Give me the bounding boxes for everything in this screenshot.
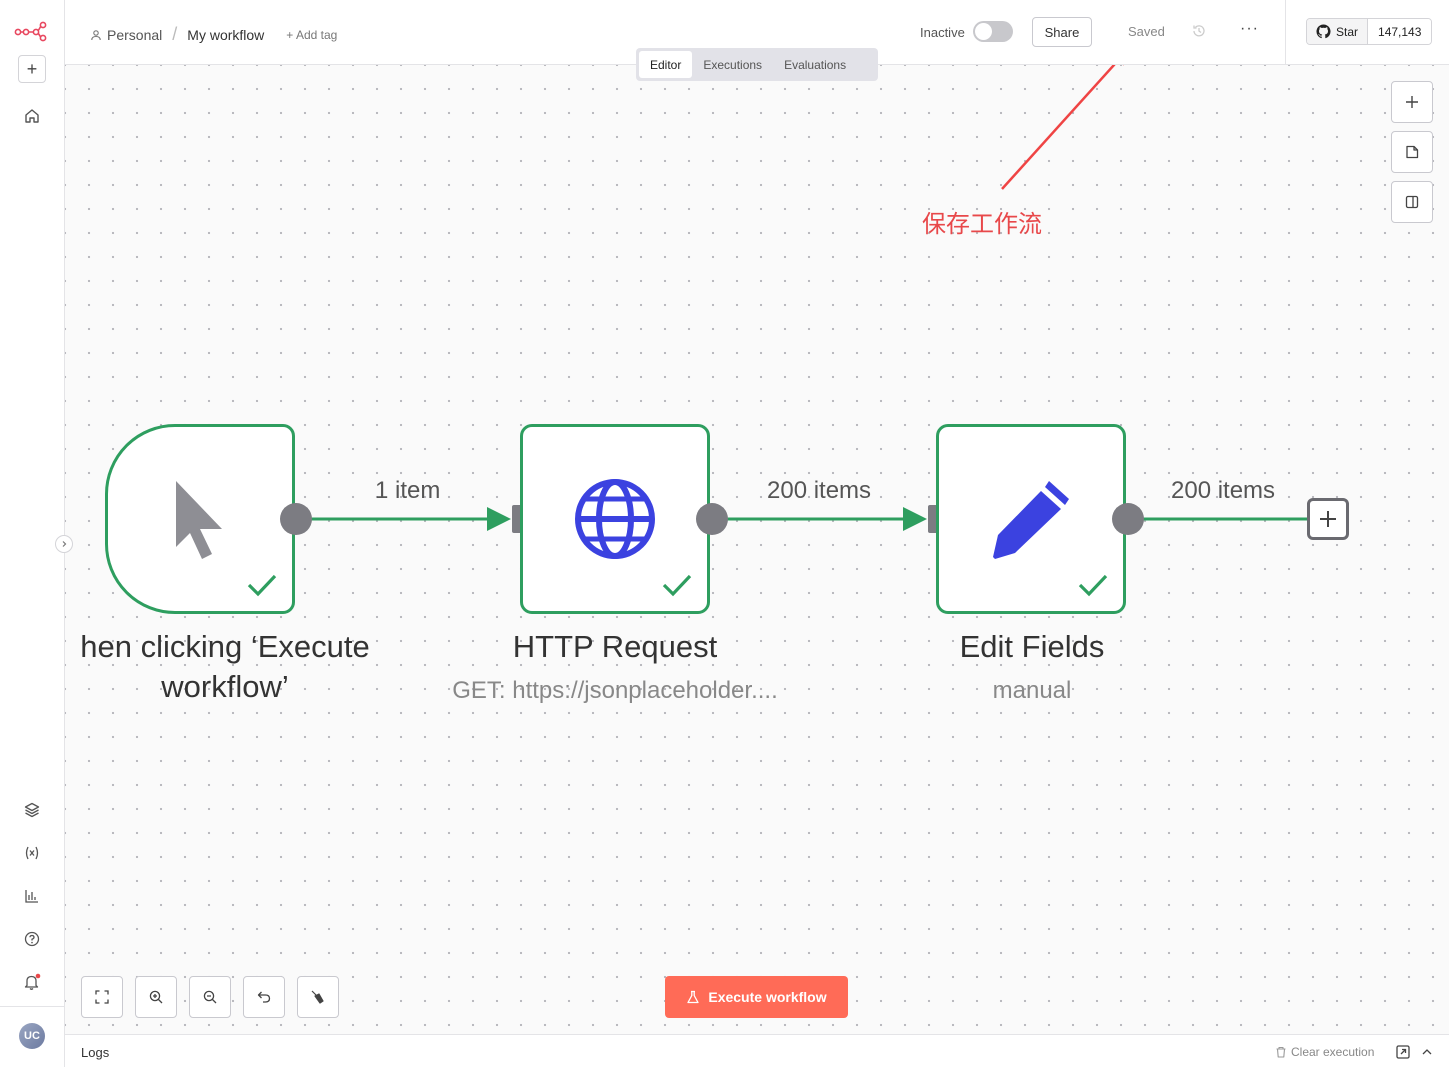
- fit-view-button[interactable]: [81, 976, 123, 1018]
- left-sidebar: + UC: [0, 0, 65, 1067]
- execute-workflow-label: Execute workflow: [708, 989, 827, 1005]
- user-icon: [91, 29, 101, 40]
- clear-execution-label: Clear execution: [1291, 1045, 1375, 1059]
- globe-icon: [575, 479, 655, 559]
- github-icon: [1316, 24, 1331, 39]
- fit-view-icon: [95, 990, 109, 1004]
- logs-panel-bar[interactable]: Logs Clear execution: [65, 1034, 1449, 1067]
- zoom-out-icon: [203, 990, 217, 1004]
- workflow-status-label: Inactive: [920, 25, 965, 40]
- edge-label-3: 200 items: [1171, 477, 1276, 504]
- breadcrumb-separator: /: [172, 24, 178, 44]
- pencil-icon: [993, 481, 1069, 559]
- workflow-name[interactable]: My workflow: [187, 26, 265, 43]
- github-star-part[interactable]: Star: [1307, 19, 1369, 44]
- toggle-knob: [975, 23, 992, 40]
- flask-icon: [687, 990, 700, 1004]
- add-node-button[interactable]: [1307, 498, 1349, 540]
- header-divider: [1285, 0, 1286, 65]
- node-label-trigger: hen clicking ‘Execute workflow’: [65, 627, 395, 707]
- n8n-logo-icon[interactable]: [14, 18, 48, 42]
- github-star-button[interactable]: Star 147,143: [1306, 18, 1433, 45]
- variables-icon[interactable]: [22, 843, 42, 863]
- sticky-note-icon: [1406, 145, 1419, 159]
- view-tabs: Editor Executions Evaluations: [636, 48, 878, 81]
- tidy-up-button[interactable]: [297, 976, 339, 1018]
- add-node-panel-button[interactable]: [1391, 81, 1433, 123]
- github-star-count: 147,143: [1368, 19, 1432, 44]
- tab-editor[interactable]: Editor: [639, 51, 693, 78]
- output-port[interactable]: [696, 503, 728, 535]
- plus-icon: [1320, 511, 1336, 527]
- node-edit-fields[interactable]: [936, 424, 1126, 614]
- zoom-in-icon: [149, 990, 163, 1004]
- workflow-canvas[interactable]: hen clicking ‘Execute workflow’ 1 item H…: [65, 65, 1449, 1034]
- plus-icon: [1406, 96, 1418, 108]
- help-icon[interactable]: [22, 929, 42, 949]
- node-label-http: HTTP Request: [512, 629, 718, 664]
- node-http-request[interactable]: [520, 424, 710, 614]
- notifications-bell-icon[interactable]: [22, 972, 42, 992]
- connections-layer: [311, 65, 1308, 531]
- active-toggle[interactable]: [973, 21, 1013, 42]
- node-label-trigger-line1: hen clicking ‘Execute: [80, 629, 370, 664]
- output-port[interactable]: [280, 503, 312, 535]
- cursor-pointer-icon: [176, 481, 222, 559]
- insights-icon[interactable]: [22, 886, 42, 906]
- undo-icon: [257, 991, 271, 1003]
- create-button[interactable]: +: [18, 55, 46, 83]
- history-icon[interactable]: [1191, 23, 1207, 39]
- trash-icon: [1276, 1046, 1286, 1058]
- success-check-icon: [662, 574, 692, 597]
- node-subtitle-edit-fields: manual: [992, 677, 1072, 704]
- success-check-icon: [247, 574, 277, 597]
- zoom-out-button[interactable]: [189, 976, 231, 1018]
- annotation-label: 保存工作流: [922, 211, 1042, 238]
- output-port[interactable]: [1112, 503, 1144, 535]
- user-avatar[interactable]: UC: [19, 1023, 45, 1049]
- success-check-icon: [1078, 574, 1108, 597]
- execute-workflow-button[interactable]: Execute workflow: [665, 976, 848, 1018]
- sidebar-expand-button[interactable]: [55, 535, 73, 553]
- chevron-up-icon[interactable]: [1419, 1044, 1435, 1060]
- annotation-arrow: [1001, 65, 1129, 190]
- zoom-in-button[interactable]: [135, 976, 177, 1018]
- node-subtitle-http: GET: https://jsonplaceholder....: [452, 677, 778, 704]
- tab-evaluations[interactable]: Evaluations: [784, 57, 847, 72]
- edge-label-1: 1 item: [375, 477, 441, 504]
- templates-icon[interactable]: [22, 800, 42, 820]
- open-in-window-icon[interactable]: [1395, 1044, 1411, 1060]
- share-button[interactable]: Share: [1032, 17, 1092, 47]
- breadcrumb: Personal / My workflow + Add tag: [90, 24, 337, 45]
- node-label-trigger-line2: workflow’: [161, 669, 289, 704]
- add-sticky-note-button[interactable]: [1391, 131, 1433, 173]
- edge-label-2: 200 items: [767, 477, 872, 504]
- clear-execution-button[interactable]: Clear execution: [1275, 1045, 1374, 1059]
- broom-icon: [311, 990, 324, 1004]
- github-star-label: Star: [1336, 24, 1359, 39]
- panel-icon: [1405, 195, 1419, 209]
- breadcrumb-project[interactable]: Personal: [107, 26, 163, 43]
- top-header: Personal / My workflow + Add tag Inactiv…: [65, 0, 1449, 65]
- sidebar-divider: [0, 1006, 65, 1007]
- toggle-panel-button[interactable]: [1391, 181, 1433, 223]
- more-options-button[interactable]: ···: [1240, 20, 1259, 37]
- logs-label[interactable]: Logs: [81, 1045, 110, 1060]
- saved-status: Saved: [1128, 24, 1165, 39]
- add-tag-button[interactable]: + Add tag: [286, 27, 338, 42]
- node-label-edit-fields: Edit Fields: [959, 629, 1105, 664]
- undo-button[interactable]: [243, 976, 285, 1018]
- tab-executions[interactable]: Executions: [703, 57, 763, 72]
- node-manual-trigger[interactable]: [105, 424, 295, 614]
- home-icon[interactable]: [22, 106, 42, 126]
